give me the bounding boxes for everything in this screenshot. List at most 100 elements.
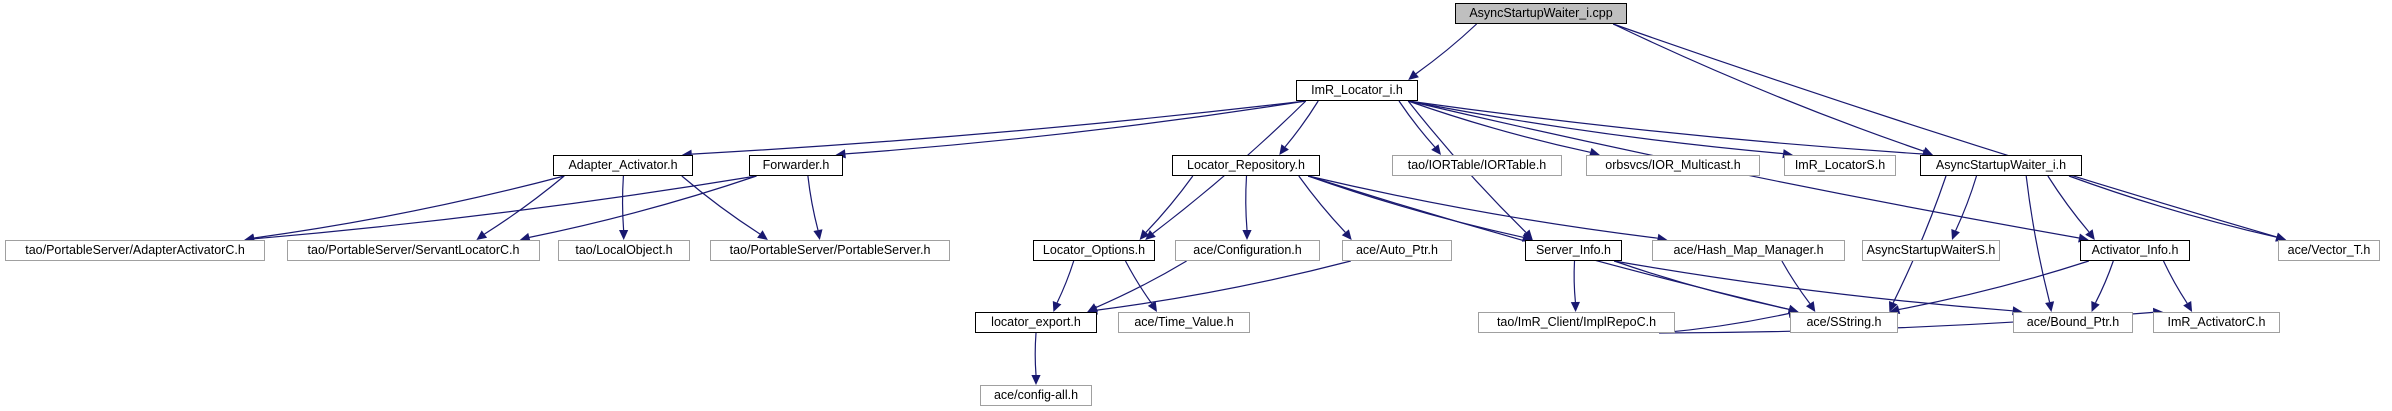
graph-node-label: ace/Auto_Ptr.h	[1355, 243, 1438, 257]
graph-edge	[1398, 100, 1436, 148]
graph-edge	[1245, 175, 1248, 231]
graph-node-label: ace/Configuration.h	[1193, 243, 1302, 257]
graph-edge	[1145, 175, 1194, 233]
graph-edge-arrowhead	[1052, 301, 1062, 312]
graph-node-ace-bound-ptr-h[interactable]: ace/Bound_Ptr.h	[2013, 312, 2133, 333]
graph-node-locator-options-h[interactable]: Locator_Options.h	[1033, 240, 1155, 261]
graph-edge-arrowhead	[1087, 303, 1099, 312]
graph-node-asyncstartupwaiter-i-cpp[interactable]: AsyncStartupWaiter_i.cpp	[1455, 3, 1627, 24]
graph-edge-arrowhead	[2045, 301, 2055, 312]
graph-node-imr-locators-h[interactable]: ImR_LocatorS.h	[1784, 155, 1896, 176]
graph-edge-arrowhead	[813, 229, 823, 240]
graph-node-server-info-h[interactable]: Server_Info.h	[1525, 240, 1622, 261]
graph-node-tao-imr-client-implrepoc-h[interactable]: tao/ImR_Client/ImplRepoC.h	[1478, 312, 1675, 333]
graph-node-label: tao/ImR_Client/ImplRepoC.h	[1496, 315, 1657, 329]
graph-node-tao-portableserver-adapteractivatorc-h[interactable]: tao/PortableServer/AdapterActivatorC.h	[5, 240, 265, 261]
graph-edge-arrowhead	[1242, 230, 1252, 240]
graph-node-forwarder-h[interactable]: Forwarder.h	[749, 155, 843, 176]
graph-node-label: ace/Bound_Ptr.h	[2026, 315, 2120, 329]
graph-node-orbsvcs-ior-multicast-h[interactable]: orbsvcs/IOR_Multicast.h	[1586, 155, 1760, 176]
graph-edge	[845, 100, 1306, 155]
graph-node-ace-sstring-h[interactable]: ace/SString.h	[1790, 312, 1898, 333]
graph-edge	[1308, 175, 1658, 239]
graph-edge	[1307, 175, 1524, 238]
graph-node-label: ace/Hash_Map_Manager.h	[1673, 243, 1824, 257]
graph-edge	[1095, 260, 1187, 308]
graph-edge	[1408, 100, 1591, 153]
graph-edge	[621, 175, 625, 231]
graph-edge	[2094, 260, 2114, 304]
graph-node-ace-vector-t-h[interactable]: ace/Vector_T.h	[2278, 240, 2380, 261]
graph-edge	[1955, 175, 1978, 231]
graph-edge-arrowhead	[1279, 144, 1289, 155]
graph-edge	[2025, 175, 2051, 303]
graph-edge-arrowhead	[2091, 301, 2100, 312]
graph-edge	[1056, 260, 1075, 303]
graph-edge-arrowhead	[476, 230, 488, 240]
graph-edge-arrowhead	[1889, 301, 1898, 312]
graph-edge	[807, 175, 819, 231]
graph-node-label: ace/config-all.h	[993, 388, 1079, 402]
graph-edge	[1614, 260, 2013, 312]
graph-node-adapter-activator-h[interactable]: Adapter_Activator.h	[553, 155, 693, 176]
graph-edge	[1781, 260, 1811, 304]
graph-node-tao-iortable-iortable-h[interactable]: tao/IORTable/IORTable.h	[1392, 155, 1562, 176]
graph-node-label: ace/Vector_T.h	[2287, 243, 2371, 257]
graph-node-tao-localobject-h[interactable]: tao/LocalObject.h	[558, 240, 690, 261]
graph-node-label: Server_Info.h	[1535, 243, 1612, 257]
graph-edge-arrowhead	[2085, 229, 2095, 240]
graph-node-label: tao/LocalObject.h	[575, 243, 673, 257]
graph-edge	[2047, 175, 2090, 233]
graph-edge	[2068, 175, 2277, 238]
graph-node-label: ImR_LocatorS.h	[1794, 158, 1886, 172]
graph-node-locator-export-h[interactable]: locator_export.h	[975, 312, 1097, 333]
graph-node-label: Locator_Repository.h	[1187, 158, 1305, 172]
graph-node-locator-repository-h[interactable]: Locator_Repository.h	[1172, 155, 1320, 176]
graph-node-ace-auto-ptr-h[interactable]: ace/Auto_Ptr.h	[1342, 240, 1452, 261]
graph-node-label: tao/PortableServer/ServantLocatorC.h	[307, 243, 520, 257]
graph-edge	[529, 175, 757, 238]
graph-edge	[1034, 332, 1037, 376]
graph-node-label: ImR_Locator_i.h	[1311, 83, 1403, 97]
graph-node-label: Activator_Info.h	[2091, 243, 2179, 257]
graph-node-ace-time-value-h[interactable]: ace/Time_Value.h	[1118, 312, 1250, 333]
graph-node-ace-config-all-h[interactable]: ace/config-all.h	[980, 385, 1092, 406]
graph-node-asyncstartupwaiters-h[interactable]: AsyncStartupWaiterS.h	[1862, 240, 2000, 261]
graph-node-label: locator_export.h	[991, 315, 1081, 329]
graph-edge	[691, 100, 1306, 155]
graph-edge-arrowhead	[757, 230, 768, 240]
graph-node-tao-portableserver-portableserver-h[interactable]: tao/PortableServer/PortableServer.h	[710, 240, 950, 261]
graph-edge	[1415, 23, 1478, 75]
graph-node-label: orbsvcs/IOR_Multicast.h	[1605, 158, 1741, 172]
graph-node-activator-info-h[interactable]: Activator_Info.h	[2080, 240, 2190, 261]
graph-edge	[1573, 260, 1576, 303]
graph-edge-arrowhead	[1145, 230, 1156, 240]
graph-node-imr-locator-i-h[interactable]: ImR_Locator_i.h	[1296, 80, 1418, 101]
graph-edge	[1097, 260, 1351, 311]
graph-edge-arrowhead	[2183, 301, 2193, 312]
graph-node-label: AsyncStartupWaiter_i.h	[1935, 158, 2067, 172]
graph-node-label: tao/PortableServer/AdapterActivatorC.h	[25, 243, 245, 257]
graph-node-ace-configuration-h[interactable]: ace/Configuration.h	[1175, 240, 1320, 261]
graph-edge	[1124, 260, 1153, 304]
graph-edge-arrowhead	[1951, 229, 1960, 240]
graph-node-asyncstartupwaiter-i-h[interactable]: AsyncStartupWaiter_i.h	[1920, 155, 2082, 176]
graph-edge	[1284, 100, 1319, 148]
graph-edge	[2162, 260, 2188, 304]
graph-edge	[681, 175, 761, 235]
graph-edge-arrowhead	[1570, 301, 1580, 312]
graph-node-label: ImR_ActivatorC.h	[2167, 315, 2266, 329]
graph-node-imr-activatorc-h[interactable]: ImR_ActivatorC.h	[2153, 312, 2280, 333]
graph-edge-arrowhead	[619, 230, 629, 240]
graph-edge-arrowhead	[1139, 229, 1150, 240]
graph-edge	[1612, 23, 1924, 152]
graph-node-ace-hash-map-manager-h[interactable]: ace/Hash_Map_Manager.h	[1652, 240, 1845, 261]
graph-edge	[1659, 312, 1789, 334]
graph-node-label: tao/IORTable/IORTable.h	[1407, 158, 1547, 172]
graph-node-tao-portableserver-servantlocatorc-h[interactable]: tao/PortableServer/ServantLocatorC.h	[287, 240, 540, 261]
graph-edge-arrowhead	[1522, 229, 1533, 240]
graph-node-label: ace/Time_Value.h	[1134, 315, 1234, 329]
graph-edge-arrowhead	[1431, 144, 1441, 155]
graph-node-label: AsyncStartupWaiterS.h	[1866, 243, 1996, 257]
